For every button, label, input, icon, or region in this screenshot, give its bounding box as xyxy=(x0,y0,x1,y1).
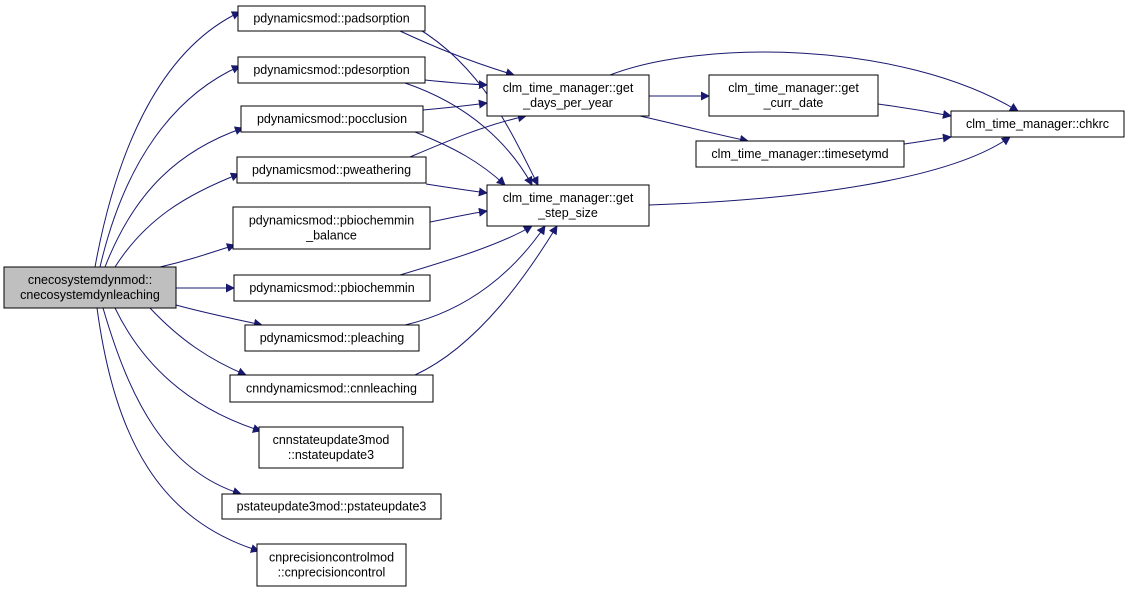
node-curr_date[interactable]: clm_time_manager::get_curr_date xyxy=(708,74,879,117)
edge-pweathering-to-days_per_year xyxy=(409,113,527,158)
node-label: pdynamicsmod::pbiochemmin xyxy=(249,214,414,228)
node-label: pstateupdate3mod::pstateupdate3 xyxy=(237,500,427,514)
node-label: clm_time_manager::get xyxy=(503,191,634,205)
node-pocclusion[interactable]: pdynamicsmod::pocclusion xyxy=(240,105,424,133)
edge-root-to-cnnleaching xyxy=(149,307,247,377)
node-label: _days_per_year xyxy=(522,96,613,110)
node-padsorption[interactable]: pdynamicsmod::padsorption xyxy=(237,5,426,32)
node-box[interactable] xyxy=(486,74,650,117)
node-label: _balance xyxy=(305,229,357,243)
node-label: cnecosystemdynleaching xyxy=(20,288,160,302)
node-root[interactable]: cnecosystemdynmod::cnecosystemdynleachin… xyxy=(3,266,177,309)
edge-root-to-pdesorption xyxy=(99,65,241,268)
node-label: clm_time_manager::chkrc xyxy=(966,117,1109,131)
node-nstateupdate3[interactable]: cnnstateupdate3mod::nstateupdate3 xyxy=(258,426,404,469)
node-cnnleaching[interactable]: cnndynamicsmod::cnnleaching xyxy=(229,374,434,403)
node-label: cnndynamicsmod::cnnleaching xyxy=(246,382,417,396)
edge-root-to-pleaching xyxy=(175,304,263,328)
node-pleaching[interactable]: pdynamicsmod::pleaching xyxy=(244,324,420,352)
node-pweathering[interactable]: pdynamicsmod::pweathering xyxy=(236,156,427,184)
node-label: pdynamicsmod::pdesorption xyxy=(253,63,409,77)
node-label: clm_time_manager::get xyxy=(503,81,634,95)
node-box[interactable] xyxy=(237,5,426,32)
edge-pleaching-to-step_size xyxy=(404,225,546,326)
edge-step_size-to-chkrc xyxy=(648,136,1011,206)
node-label: cnnstateupdate3mod xyxy=(273,433,390,447)
node-box[interactable] xyxy=(229,374,434,403)
node-label: pdynamicsmod::padsorption xyxy=(253,12,409,26)
edge-pocclusion-to-step_size xyxy=(414,131,506,186)
node-pstateupdate3[interactable]: pstateupdate3mod::pstateupdate3 xyxy=(221,493,442,520)
edge-days_per_year-to-chkrc xyxy=(609,51,1019,112)
node-label: pdynamicsmod::pbiochemmin xyxy=(249,281,414,295)
node-days_per_year[interactable]: clm_time_manager::get_days_per_year xyxy=(486,74,650,117)
node-pbiochemmin_balance[interactable]: pdynamicsmod::pbiochemmin_balance xyxy=(232,206,431,250)
edge-root-to-padsorption xyxy=(94,11,241,268)
edge-pbiochemmin-to-step_size xyxy=(399,225,533,276)
node-box[interactable] xyxy=(233,274,431,302)
node-label: pdynamicsmod::pleaching xyxy=(260,331,405,345)
node-box[interactable] xyxy=(221,493,442,520)
node-box[interactable] xyxy=(240,105,424,133)
node-chkrc[interactable]: clm_time_manager::chkrc xyxy=(950,110,1125,138)
edge-root-to-pstateupdate3 xyxy=(102,307,242,496)
node-label: cnprecisioncontrolmod xyxy=(269,551,394,565)
edge-root-to-pweathering xyxy=(114,172,240,268)
node-box[interactable] xyxy=(256,543,407,587)
node-label: clm_time_manager::get xyxy=(728,81,859,95)
node-box[interactable] xyxy=(232,206,431,250)
node-pdesorption[interactable]: pdynamicsmod::pdesorption xyxy=(237,56,426,84)
node-label: _curr_date xyxy=(763,96,824,110)
edge-timesetymd-to-chkrc xyxy=(903,133,952,145)
edge-days_per_year-to-timesetymd xyxy=(639,115,749,144)
edge-pbiochemmin_balance-to-step_size xyxy=(429,207,488,223)
node-box[interactable] xyxy=(237,56,426,84)
node-box[interactable] xyxy=(3,266,177,309)
node-label: cnecosystemdynmod:: xyxy=(28,273,152,287)
node-label: pdynamicsmod::pocclusion xyxy=(257,112,407,126)
node-box[interactable] xyxy=(695,140,905,168)
node-label: clm_time_manager::timesetymd xyxy=(711,147,888,161)
node-cnprecisioncontrol[interactable]: cnprecisioncontrolmod::cnprecisioncontro… xyxy=(256,543,407,587)
edge-curr_date-to-chkrc xyxy=(877,103,952,119)
node-box[interactable] xyxy=(708,74,879,117)
node-timesetymd[interactable]: clm_time_manager::timesetymd xyxy=(695,140,905,168)
node-box[interactable] xyxy=(244,324,420,352)
node-label: pdynamicsmod::pweathering xyxy=(252,163,411,177)
node-pbiochemmin[interactable]: pdynamicsmod::pbiochemmin xyxy=(233,274,431,302)
node-box[interactable] xyxy=(258,426,404,469)
edge-pdesorption-to-days_per_year xyxy=(424,79,488,90)
node-step_size[interactable]: clm_time_manager::get_step_size xyxy=(486,184,650,227)
node-box[interactable] xyxy=(236,156,427,184)
edge-root-to-nstateupdate3 xyxy=(114,307,262,433)
edge-root-to-cnprecisioncontrol xyxy=(96,307,260,553)
edge-root-to-pbiochemmin_balance xyxy=(159,243,236,268)
node-box[interactable] xyxy=(950,110,1125,138)
edge-root-to-pocclusion xyxy=(104,126,244,268)
edge-pocclusion-to-days_per_year xyxy=(422,99,488,111)
node-label: _step_size xyxy=(537,206,598,220)
node-label: ::nstateupdate3 xyxy=(288,448,374,462)
node-box[interactable] xyxy=(486,184,650,227)
node-label: ::cnprecisioncontrol xyxy=(278,566,386,580)
edge-cnnleaching-to-step_size xyxy=(414,225,558,376)
edge-pweathering-to-step_size xyxy=(425,183,488,197)
